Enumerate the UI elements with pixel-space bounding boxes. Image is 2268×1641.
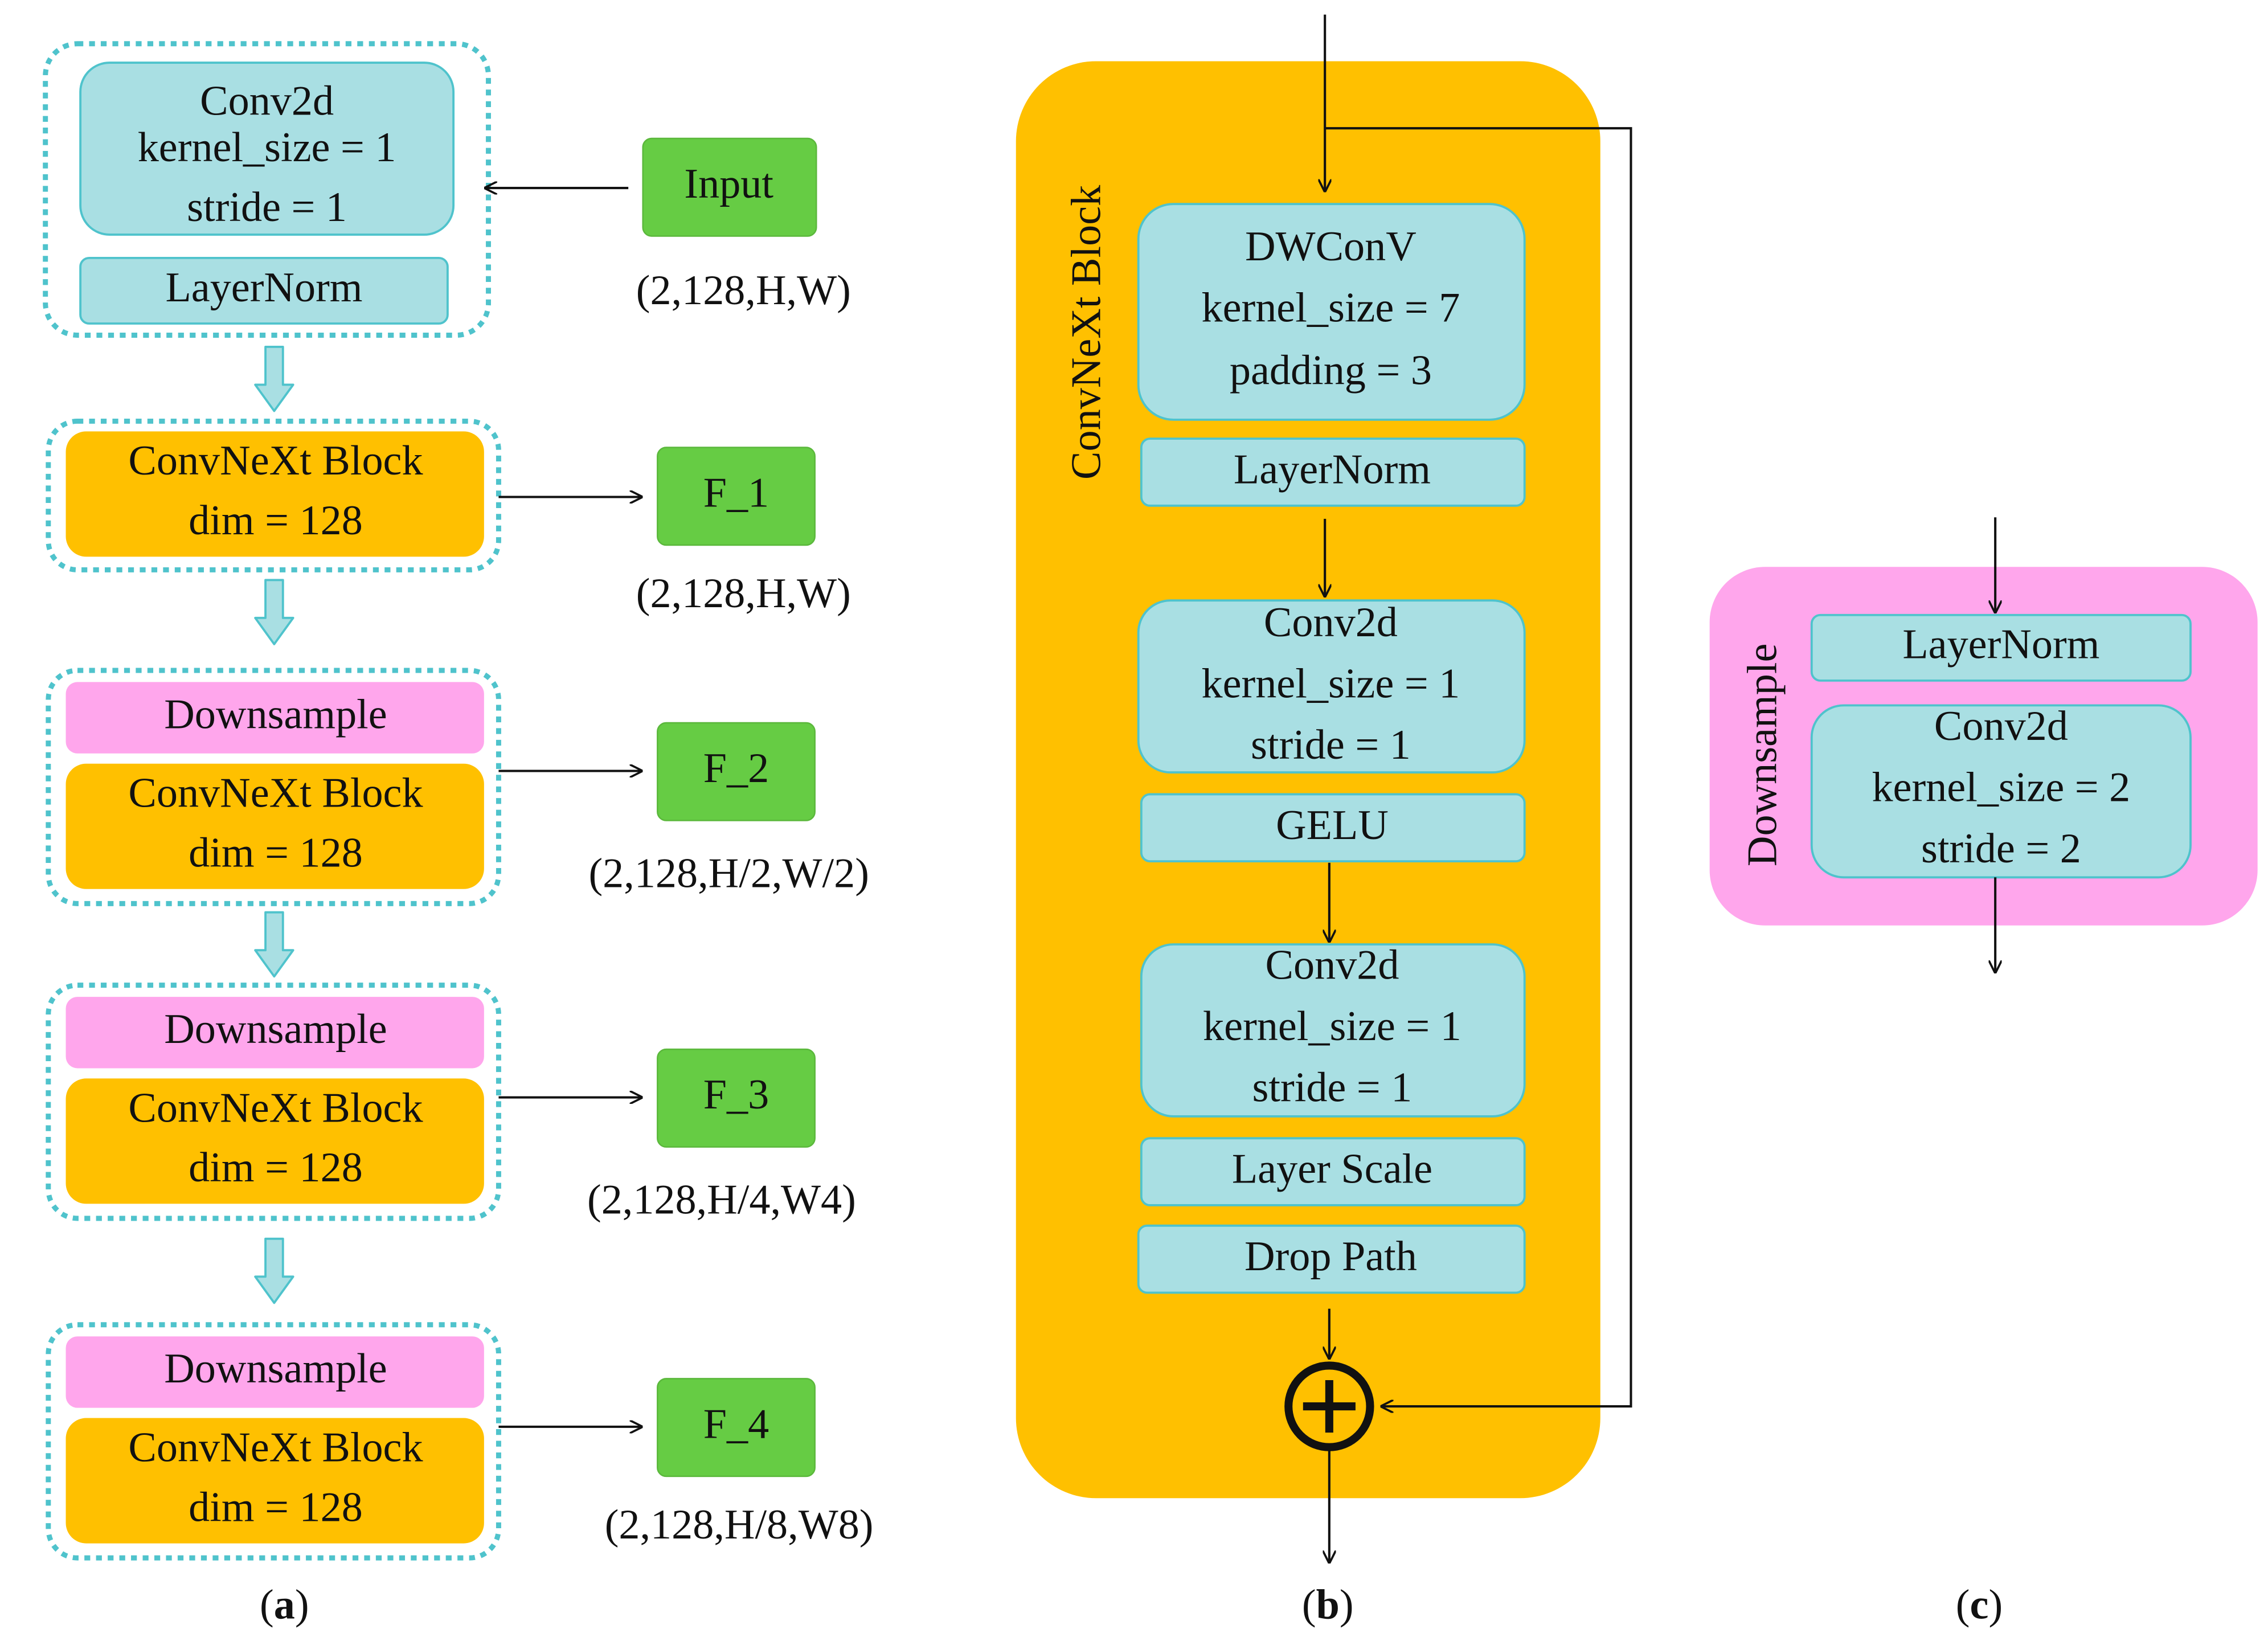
conv2-line-2: kernel_size = 1: [1203, 1003, 1461, 1050]
block-layernorm-box: [1140, 437, 1526, 507]
downsample-conv-line-1: Conv2d: [1934, 703, 2068, 750]
stage-4-group: Downsample ConvNeXt Block dim = 128: [46, 1322, 501, 1561]
conv2-box: [1140, 943, 1526, 1118]
f3-shape: (2,128,H/4,W4): [587, 1176, 856, 1223]
stage-3-block-box: [65, 1078, 484, 1204]
panel-c: Downsample LayerNorm Conv2d kernel_size …: [1709, 517, 2258, 1628]
stage-4-block-box: [65, 1418, 484, 1544]
f1-shape: (2,128,H,W): [636, 570, 851, 617]
conv1-line-3: stride = 1: [1251, 722, 1411, 768]
stage-2-block-line-1: ConvNeXt Block: [128, 770, 423, 817]
f4-box: [657, 1378, 816, 1478]
block-layernorm-label: LayerNorm: [1234, 447, 1431, 493]
drop-path-box: [1137, 1224, 1526, 1294]
stem-group: Conv2d kernel_size = 1 stride = 1 LayerN…: [43, 41, 492, 338]
panel-a: Conv2d kernel_size = 1 stride = 1 LayerN…: [43, 41, 874, 1628]
stage-2-block-line-2: dim = 128: [189, 829, 363, 876]
layer-scale-box: [1140, 1137, 1526, 1206]
flow-arrows: [254, 346, 294, 1304]
dwconv-line-3: padding = 3: [1230, 347, 1432, 394]
caption-c: (c): [1956, 1582, 2003, 1628]
caption-b: (b): [1302, 1582, 1354, 1628]
stage-1-block-line-2: dim = 128: [189, 497, 363, 544]
stem-conv-box: [79, 62, 455, 236]
layer-scale-label: Layer Scale: [1232, 1146, 1432, 1193]
gelu-label: GELU: [1276, 802, 1389, 849]
f3-box: [657, 1048, 816, 1148]
downsample-conv-line-3: stride = 2: [1921, 825, 2081, 872]
stage-4-downsample-box: [65, 1336, 484, 1408]
dwconv-line-1: DWConV: [1245, 223, 1417, 270]
downsample-layernorm-box: [1810, 613, 2192, 682]
panel-b: ConvNeXt Block DWConV kernel_size = 7 pa…: [1016, 14, 1632, 1628]
stage-2-downsample-box: [65, 682, 484, 754]
convnext-block-title: ConvNeXt Block: [1063, 185, 1110, 480]
downsample-conv-box: [1810, 704, 2192, 879]
dwconv-line-2: kernel_size = 7: [1201, 285, 1460, 332]
conv1-line-2: kernel_size = 1: [1201, 661, 1460, 707]
residual-connection: [1325, 127, 1632, 1406]
conv2-line-1: Conv2d: [1265, 942, 1399, 989]
stem-layernorm-box: [79, 256, 449, 325]
conv2-line-3: stride = 1: [1252, 1064, 1413, 1111]
input-label: Input: [684, 161, 773, 207]
downsample-layernorm-label: LayerNorm: [1902, 621, 2099, 668]
gelu-box: [1140, 793, 1526, 863]
downsample-title: Downsample: [1739, 644, 1786, 866]
stage-2-group: Downsample ConvNeXt Block dim = 128: [46, 668, 501, 906]
input-shape: (2,128,H,W): [636, 267, 851, 314]
conv1-box: [1137, 599, 1526, 774]
stage-3-block-line-1: ConvNeXt Block: [128, 1085, 423, 1131]
stem-conv-line-2: kernel_size = 1: [138, 124, 396, 171]
stage-1-block-box: [65, 431, 484, 557]
stage-4-downsample-label: Downsample: [164, 1345, 387, 1392]
conv1-line-1: Conv2d: [1264, 599, 1398, 646]
add-icon: [1284, 1361, 1374, 1451]
stage-4-block-line-2: dim = 128: [189, 1484, 363, 1530]
stage-1-group: ConvNeXt Block dim = 128: [46, 418, 501, 572]
stem-conv-line-1: Conv2d: [200, 77, 334, 124]
f1-box: [657, 447, 816, 546]
dwconv-box: [1137, 203, 1526, 421]
flow-arrow-4: [254, 1237, 294, 1304]
stage-3-downsample-label: Downsample: [164, 1006, 387, 1053]
stem-conv-line-3: stride = 1: [187, 184, 347, 231]
f4-label: F_4: [703, 1401, 769, 1447]
flow-arrow-1: [254, 346, 294, 412]
input-box: [642, 137, 817, 237]
flow-arrow-3: [254, 911, 294, 978]
f2-label: F_2: [703, 745, 769, 792]
stage-3-group: Downsample ConvNeXt Block dim = 128: [46, 983, 501, 1221]
stage-2-block-box: [65, 763, 484, 889]
f3-label: F_3: [703, 1071, 769, 1118]
stage-2-downsample-label: Downsample: [164, 691, 387, 738]
f4-shape: (2,128,H/8,W8): [605, 1501, 874, 1548]
f2-box: [657, 722, 816, 821]
stage-4-block-line-1: ConvNeXt Block: [128, 1424, 423, 1471]
stem-layernorm-label: LayerNorm: [165, 264, 362, 311]
stage-3-block-line-2: dim = 128: [189, 1144, 363, 1191]
stage-1-block-line-1: ConvNeXt Block: [128, 437, 423, 484]
caption-a: (a): [260, 1582, 309, 1628]
downsample-conv-line-2: kernel_size = 2: [1872, 764, 2130, 811]
stage-3-downsample-box: [65, 997, 484, 1069]
flow-arrow-2: [254, 579, 294, 645]
f2-shape: (2,128,H/2,W/2): [588, 850, 869, 897]
f1-label: F_1: [703, 470, 769, 517]
drop-path-label: Drop Path: [1244, 1233, 1417, 1280]
